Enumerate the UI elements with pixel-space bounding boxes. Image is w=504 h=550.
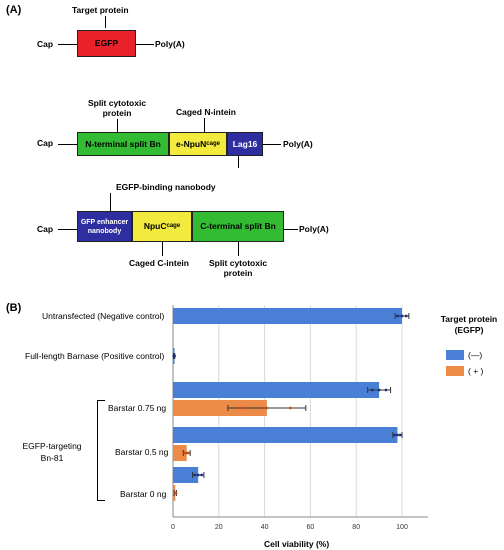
legend-label-plus: ( + ) (468, 366, 484, 376)
x-tick-label-60: 60 (307, 524, 315, 531)
x-axis-label: Cell viability (%) (264, 539, 330, 549)
cap-label-3: Cap (37, 224, 54, 234)
gfp-enhancer-box: GFP enhancer nanobody (77, 211, 132, 242)
mrna-line-2-right (263, 144, 281, 145)
legend-title: Target protein (EGFP) (440, 314, 498, 335)
bar-4-0 (173, 467, 199, 483)
bar-2-0 (173, 382, 380, 398)
point-4-0-1 (196, 473, 200, 477)
point-3-0-1 (396, 433, 399, 437)
caged-n-pointer (204, 118, 205, 132)
lag16-box: Lag16 (227, 132, 263, 156)
x-tick-label-100: 100 (396, 524, 408, 531)
point-1-0-2 (173, 354, 176, 358)
gfp-enhancer-text: GFP enhancer nanobody (80, 218, 129, 235)
group-label: EGFP-targeting Bn-81 (22, 441, 82, 463)
mrna-line-3-right (284, 229, 298, 230)
point-0-0-1 (400, 314, 404, 318)
npuc-text: NpuC (143, 221, 167, 231)
mrna-line-1-left (58, 44, 77, 45)
point-4-0-2 (200, 473, 204, 477)
npun-sup: cage (206, 140, 220, 147)
c-terminal-bn-box: C-terminal split Bn (192, 211, 284, 242)
split-cytotoxic-label-3: Split cytotoxic protein (208, 258, 268, 278)
category-label-barstar-0: Barstar 0 ng (120, 489, 167, 499)
polya-label-2: Poly(A) (283, 139, 313, 149)
bar-3-1 (173, 445, 187, 461)
split-cytotoxic-label-2: Split cytotoxic protein (87, 98, 147, 118)
x-tick-label-0: 0 (171, 524, 175, 531)
bar-3-0 (173, 427, 398, 443)
target-protein-pointer (105, 16, 106, 28)
point-2-1-0 (242, 406, 245, 410)
polya-label-3: Poly(A) (299, 224, 329, 234)
point-0-0-0 (396, 314, 400, 318)
x-tick-label-80: 80 (352, 524, 360, 531)
panel-a-label: (A) (6, 4, 22, 16)
x-tick-label-40: 40 (261, 524, 269, 531)
mrna-line-1-right (136, 44, 154, 45)
category-label-full-length: Full-length Barnase (Positive control) (25, 351, 165, 361)
point-3-0-0 (393, 433, 397, 437)
category-label-barstar-05: Barstar 0.5 ng (115, 447, 169, 457)
panel-b-label: (B) (6, 302, 22, 314)
point-3-1-0 (183, 451, 187, 455)
mrna-line-2-left (58, 144, 77, 145)
point-3-1-1 (185, 451, 189, 455)
point-2-0-1 (377, 388, 381, 392)
caged-c-pointer (162, 242, 163, 256)
category-label-barstar-075: Barstar 0.75 ng (108, 403, 167, 413)
cap-label-2: Cap (37, 138, 54, 148)
legend-swatch-minus (446, 350, 464, 360)
npun-text: e-NpuN (176, 138, 207, 149)
legend-swatch-plus (446, 366, 464, 376)
caged-n-intein-label: Caged N-intein (176, 107, 236, 117)
split-pointer-3 (238, 242, 239, 256)
category-label-untransfected: Untransfected (Negative control) (42, 311, 165, 321)
point-3-1-2 (187, 451, 191, 455)
point-2-0-2 (384, 388, 388, 392)
split-pointer-2 (117, 119, 118, 132)
point-0-0-2 (404, 314, 408, 318)
nanobody-pointer (238, 156, 239, 168)
cap-label-1: Cap (37, 39, 54, 49)
nanobody-pointer-2 (110, 193, 111, 211)
x-tick-label-20: 20 (215, 524, 223, 531)
point-2-0-0 (370, 388, 374, 392)
mrna-line-3-left (58, 229, 77, 230)
legend-label-minus: (—) (468, 350, 483, 360)
n-terminal-bn-box: N-terminal split Bn (77, 132, 169, 156)
group-bracket-top (97, 400, 105, 401)
bar-2-1 (173, 400, 267, 416)
point-4-1-2 (174, 491, 178, 495)
egfp-nanobody-label: EGFP-binding nanobody (116, 182, 216, 192)
point-4-0-0 (193, 473, 197, 477)
bar-0-0 (173, 308, 402, 324)
point-3-0-2 (398, 433, 402, 437)
egfp-box: EGFP (77, 30, 136, 57)
group-bracket-bottom (97, 500, 105, 501)
caged-c-intein-label: Caged C-intein (129, 258, 189, 268)
group-bracket (97, 400, 98, 500)
point-2-1-2 (288, 406, 292, 410)
target-protein-label: Target protein (72, 5, 129, 15)
polya-label-1: Poly(A) (155, 39, 185, 49)
npuc-sup: cage (166, 223, 181, 229)
point-2-1-1 (265, 406, 269, 410)
